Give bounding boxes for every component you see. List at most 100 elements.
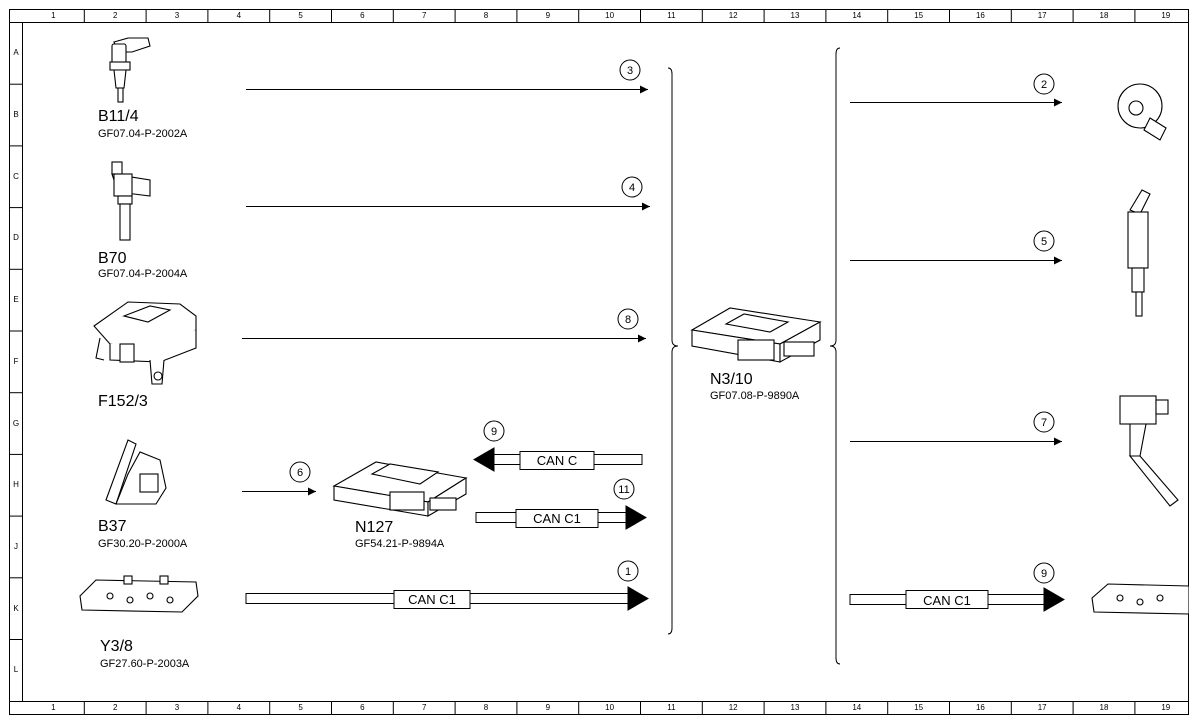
signal-9a-circle [483,420,505,442]
n3-10-code: N3/10 [710,371,753,388]
can-c1-n127-label: CAN C1 [533,511,581,526]
column-number: 7 [421,703,427,712]
column-number: 10 [605,703,615,712]
column-number: 15 [914,703,924,712]
b11-4-code: B11/4 [98,108,139,125]
column-number: 6 [360,703,365,712]
signal-9b-circle [1033,562,1055,584]
signal-5-number: 5 [1041,236,1047,248]
signal-9b-number: 9 [1041,568,1047,580]
column-number: 3 [174,703,180,712]
f152-3-code: F152/3 [98,393,148,410]
n3-10-ref: GF07.08-P-9890A [710,390,800,402]
valve-body-control-unit-icon [79,575,199,613]
signal-8-number: 8 [625,314,631,326]
signal-6-number: 6 [297,467,303,479]
powertrain-control-unit-icon [332,461,468,517]
can-c1-right-label-box [905,590,989,609]
n127-code: N127 [355,519,394,536]
accelerator-pedal-sensor-icon [105,439,167,505]
b37-ref: GF30.20-P-2000A [98,538,188,550]
ignition-coil-icon [1119,395,1179,507]
row-letter: C [13,171,19,181]
column-number: 5 [298,703,303,712]
signal-7-number: 7 [1041,417,1047,429]
signal-3-circle [619,59,641,81]
y3-8-code: Y3/8 [100,638,133,655]
row-letter: D [13,233,19,243]
column-ticks [83,9,1136,715]
column-number: 8 [483,11,489,20]
row-letter: A [13,48,19,58]
input-brace [667,67,679,635]
signal-8-circle [617,308,639,330]
output-brace [829,47,841,665]
column-number: 4 [236,703,242,712]
camshaft-solenoid-icon [1117,83,1167,141]
fuel-injector-icon [1127,189,1151,317]
column-number: 3 [174,11,180,20]
column-number: 9 [545,11,551,20]
temperature-sensor-icon [109,37,151,103]
b11-4-ref: GF07.04-P-2002A [98,128,188,140]
b70-ref: GF07.04-P-2004A [98,268,188,280]
column-number: 8 [483,703,489,712]
column-number: 1 [51,11,56,20]
column-number: 1 [51,703,56,712]
column-number: 6 [360,11,365,20]
column-number: 11 [667,11,676,20]
b70-code: B70 [98,250,127,267]
can-c1-n127-label-box [515,509,599,528]
n127-ref: GF54.21-P-9894A [355,538,445,550]
row-letter: K [13,603,19,613]
row-letter: H [13,480,19,490]
column-number: 14 [852,11,862,20]
signal-9a-number: 9 [491,426,497,438]
column-number: 5 [298,11,303,20]
crankshaft-sensor-icon [111,161,151,241]
can-c1-right-label: CAN C1 [923,593,971,608]
column-number: 14 [852,703,862,712]
can-c1-left-label-box [393,590,471,609]
signal-2-number: 2 [1041,79,1047,91]
drawing-frame [9,9,1189,715]
can-c-label: CAN C [537,453,577,468]
row-letter: J [14,541,18,551]
signal-11-number: 11 [618,484,629,496]
b37-code: B37 [98,518,127,535]
can-c1-left-label: CAN C1 [408,592,456,607]
column-number: 15 [914,11,924,20]
fuse-relay-module-icon [93,301,197,385]
row-letter: F [13,356,19,366]
row-letter: L [13,665,19,675]
valve-body-right-icon [1091,583,1189,615]
column-number: 2 [112,703,118,712]
column-number: 13 [790,11,800,20]
signal-7-circle [1033,411,1055,433]
column-number: 16 [975,703,985,712]
column-number: 16 [975,11,985,20]
row-letter: G [12,418,20,428]
column-number: 18 [1099,11,1109,20]
row-letter: B [13,110,19,120]
column-number: 19 [1161,703,1171,712]
y3-8-ref: GF27.60-P-2003A [100,658,190,670]
signal-4-circle [621,176,643,198]
column-number: 10 [605,11,615,20]
column-number: 12 [728,11,738,20]
engine-control-unit-icon [690,307,822,363]
can-c-label-box [519,451,595,470]
signal-5-circle [1033,230,1055,252]
column-number: 4 [236,11,242,20]
signal-lines [242,85,1062,496]
signal-11-circle [613,478,635,500]
column-number: 19 [1161,11,1171,20]
column-number: 12 [728,703,738,712]
signal-1-number: 1 [625,566,631,578]
signal-1-circle [617,560,639,582]
signal-6-circle [289,461,311,483]
column-number: 17 [1037,703,1047,712]
column-number: 9 [545,703,551,712]
column-number: 11 [667,703,676,712]
